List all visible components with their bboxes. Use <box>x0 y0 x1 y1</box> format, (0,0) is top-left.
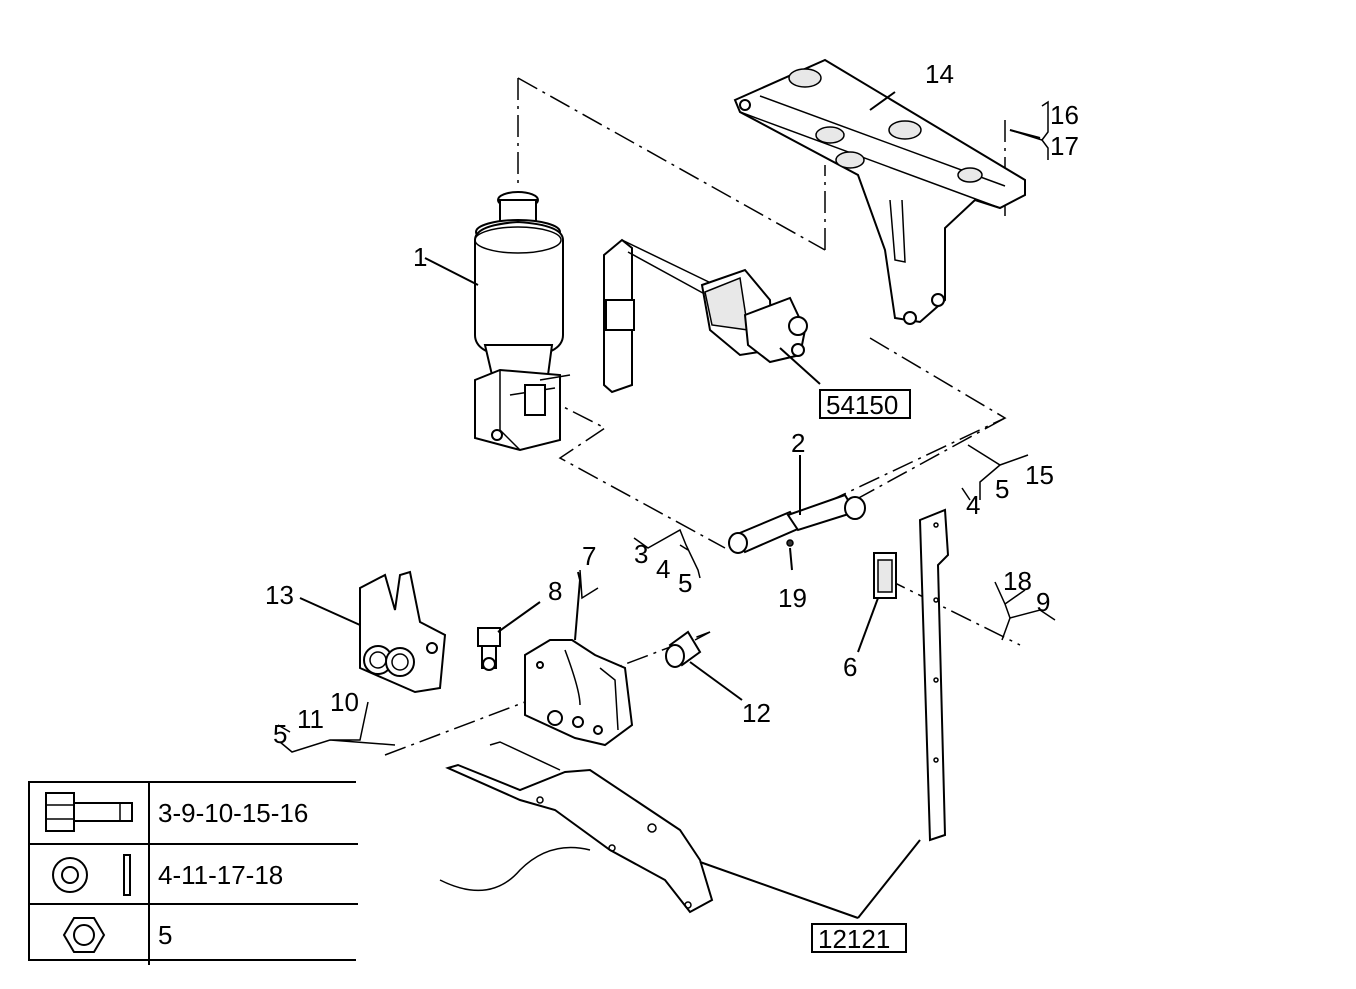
callout-5: 5 <box>273 719 287 749</box>
callout-8: 8 <box>548 576 562 606</box>
callout-15: 15 <box>1025 460 1054 490</box>
bush-12-part <box>665 630 711 668</box>
fitting-8-part <box>477 627 501 671</box>
legend-nut-parts: 5 <box>158 919 173 950</box>
nut-icon <box>30 905 150 965</box>
callout-16: 16 <box>1050 100 1079 130</box>
callout-9: 9 <box>1036 587 1050 617</box>
clip-6-part <box>873 552 897 599</box>
callout-7: 7 <box>582 541 596 571</box>
callout-19: 19 <box>778 583 807 613</box>
callout-4: 4 <box>656 554 670 584</box>
callout-17: 17 <box>1050 131 1079 161</box>
upper-bracket-part <box>733 58 1026 325</box>
callout-14: 14 <box>925 59 954 89</box>
bracket-13-part <box>359 570 447 694</box>
legend-row-washers: 4-11-17-18 <box>30 843 358 905</box>
reference-54150: 54150 <box>819 389 911 420</box>
reference-12121: 12121 <box>811 923 907 954</box>
callout-4: 4 <box>966 490 980 520</box>
legend-row-bolts: 3-9-10-15-16 <box>30 783 358 843</box>
frame-rail-part <box>439 508 950 914</box>
legend-row-nuts: 5 <box>30 903 358 965</box>
callout-5: 5 <box>995 474 1009 504</box>
callout-1: 1 <box>413 242 427 272</box>
fastener-legend: 3-9-10-15-16 4-11-17-18 5 <box>28 781 358 965</box>
callout-10: 10 <box>330 687 359 717</box>
legend-bolt-parts: 3-9-10-15-16 <box>158 797 309 828</box>
lower-bracket-7-part <box>524 639 634 747</box>
callout-3: 3 <box>634 539 648 569</box>
bolt-icon <box>30 783 150 843</box>
callout-11: 11 <box>297 704 324 734</box>
callout-18: 18 <box>1003 566 1032 596</box>
washer-icon <box>30 845 150 905</box>
reference-54150-label: 54150 <box>826 390 898 420</box>
callout-12: 12 <box>742 698 771 728</box>
reference-12121-label: 12121 <box>818 924 890 954</box>
callout-2: 2 <box>791 428 805 458</box>
leader-lines <box>277 91 1056 919</box>
callout-5: 5 <box>678 568 692 598</box>
callouts: 1 2 3 4 5 4 5 15 6 7 8 9 18 10 11 5 12 1… <box>265 59 1079 749</box>
callout-13: 13 <box>265 580 294 610</box>
shock-absorber-part <box>728 493 866 554</box>
callout-6: 6 <box>843 652 857 682</box>
legend-washer-parts: 4-11-17-18 <box>158 859 284 890</box>
levelling-valve-part <box>603 238 808 394</box>
air-spring-part <box>474 191 571 452</box>
